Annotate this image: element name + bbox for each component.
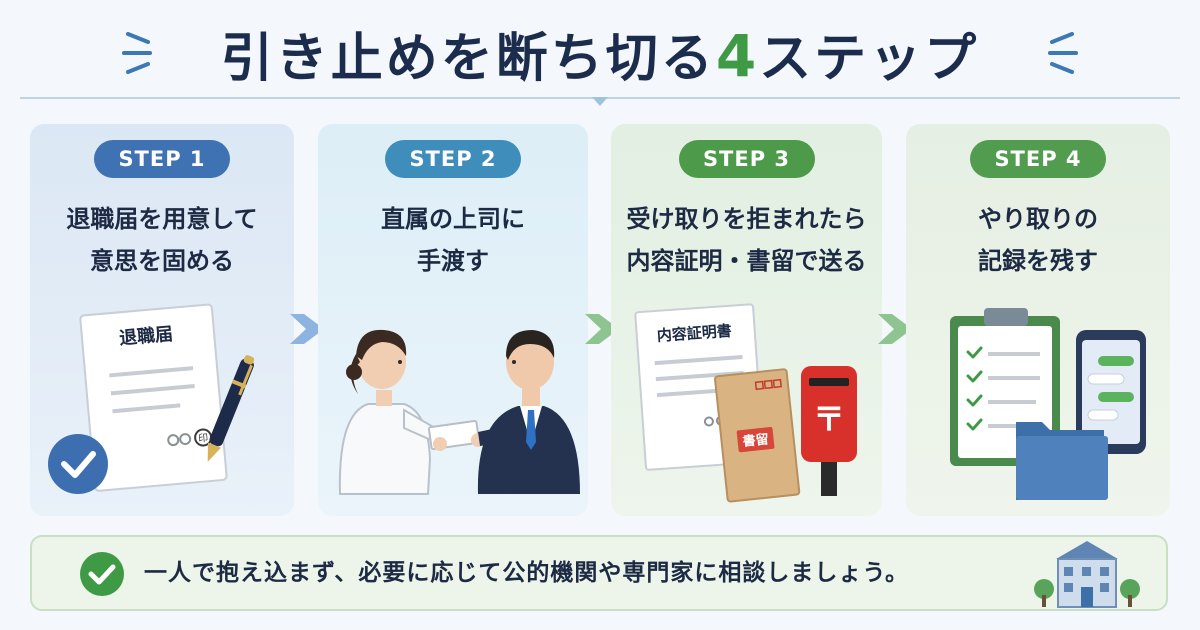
manager-figure bbox=[477, 330, 580, 494]
step-badge: STEP 3 bbox=[678, 140, 815, 178]
smartphone-chat-icon bbox=[1076, 330, 1146, 454]
page-title: 引き止めを断ち切る4ステップ bbox=[220, 22, 980, 90]
step-badge: STEP 4 bbox=[970, 140, 1106, 178]
check-circle-icon bbox=[80, 552, 124, 596]
chevron-right-arrow-icon bbox=[878, 314, 912, 344]
registered-mail-label: 書留 bbox=[742, 431, 770, 450]
document-label: 退職届 bbox=[118, 323, 174, 350]
step-card-2: STEP 2 直属の上司に 手渡す bbox=[318, 124, 588, 516]
document-label: 内容証明書 bbox=[656, 322, 732, 345]
step-badge: STEP 1 bbox=[94, 140, 230, 178]
resignation-letter-illustration: 印 退職届 bbox=[48, 303, 255, 494]
divider-notch bbox=[592, 97, 608, 106]
header: 引き止めを断ち切る4ステップ bbox=[0, 0, 1200, 100]
records-illustration bbox=[950, 308, 1146, 500]
postal-mark: 〒 bbox=[813, 400, 845, 438]
handing-letter-illustration bbox=[338, 329, 580, 495]
certified-mail-illustration: 内容証明書 書留 〒 bbox=[634, 303, 857, 503]
chevron-right-arrow-icon bbox=[290, 314, 324, 344]
employee-figure bbox=[338, 329, 444, 495]
envelope-icon: 書留 bbox=[714, 368, 801, 503]
seal-stamp: 印 bbox=[198, 432, 209, 445]
step-description: 直属の上司に 手渡す bbox=[381, 205, 525, 275]
sparkle-right-icon bbox=[1048, 32, 1078, 74]
step-description: 退職届を用意して 意思を固める bbox=[66, 205, 258, 275]
chevron-right-arrow-icon bbox=[585, 314, 619, 344]
step-description: 受け取りを拒まれたら 内容証明・書留で送る bbox=[626, 205, 867, 275]
building-icon bbox=[1034, 541, 1140, 608]
folder-icon bbox=[1016, 422, 1108, 500]
step-card-1: STEP 1 退職届を用意して 意思を固める 印 退職届 bbox=[30, 124, 294, 516]
step-card-4: STEP 4 やり取りの 記録を残す bbox=[906, 124, 1170, 516]
step-badge: STEP 2 bbox=[385, 140, 521, 178]
sparkle-left-icon bbox=[122, 32, 152, 74]
advice-banner: 一人で抱え込まず、必要に応じて公的機関や専門家に相談しましょう。 bbox=[30, 535, 1168, 611]
advice-text: 一人で抱え込まず、必要に応じて公的機関や専門家に相談しましょう。 bbox=[144, 560, 910, 586]
postbox-icon: 〒 bbox=[801, 366, 857, 496]
step-card-3: STEP 3 受け取りを拒まれたら 内容証明・書留で送る 内容証明書 書留 bbox=[611, 124, 882, 516]
step-description: やり取りの 記録を残す bbox=[978, 205, 1098, 275]
pen-icon bbox=[207, 355, 255, 462]
check-circle-icon bbox=[48, 434, 108, 494]
